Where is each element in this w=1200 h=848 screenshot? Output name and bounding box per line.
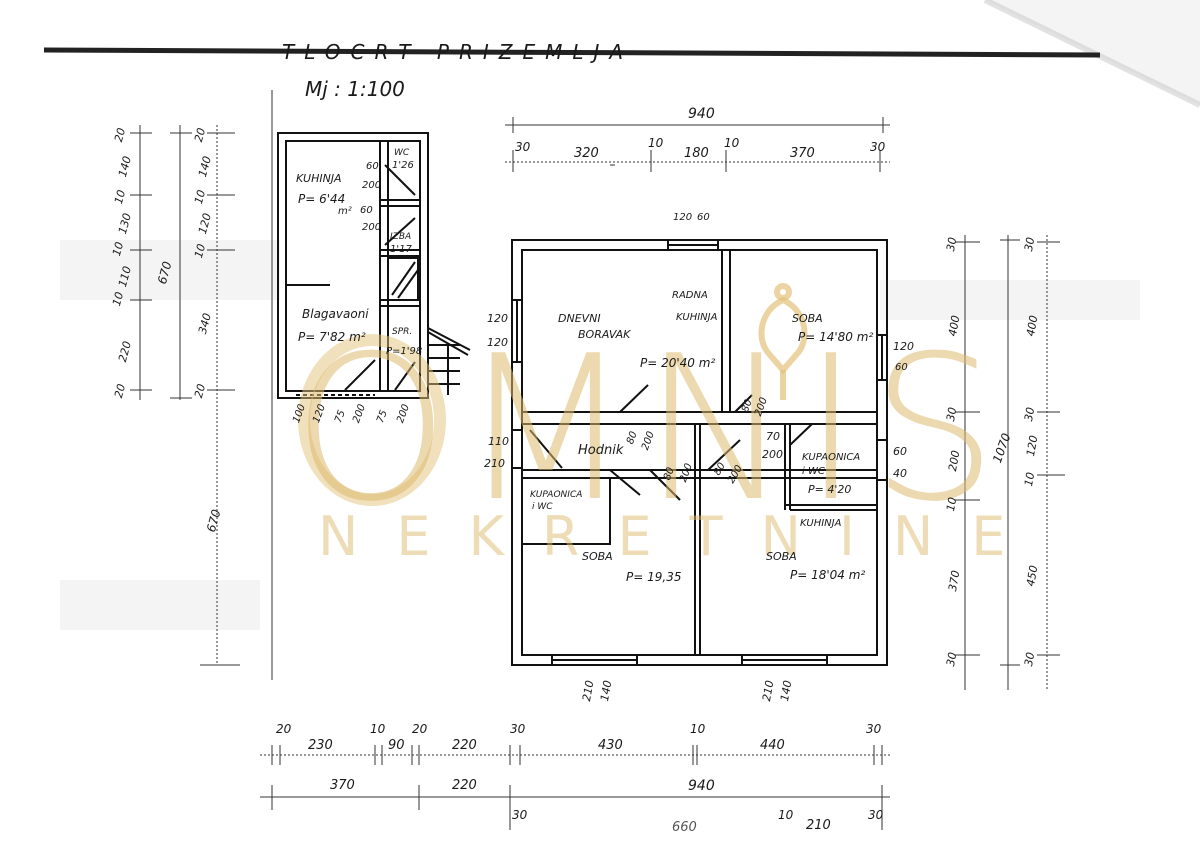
room-area-soba-se: P= 18'04 m² [790,568,866,582]
dim-top-overall: 940 [688,106,715,122]
opening-entry-door-h: 210 [484,457,505,470]
watermark-subtitle: NEKRETNINE [318,505,1044,568]
room-name-dnevni-2: BORAVAK [578,328,631,341]
room-name-wc: WC [394,148,410,158]
opening-top-window-h: 60 [697,212,710,223]
key-logo-icon [758,283,808,400]
room-name-soba-ne: SOBA [792,312,823,325]
room-area-kuhinja-left: P= 6'44 [298,192,346,206]
dim-bottom-a-6: 30 [510,722,526,736]
dim-top-3: 180 [684,146,709,161]
dim-bottom-a-3: 90 [388,738,405,753]
dim-top-1: 320 [574,146,599,161]
dim-right-a-2: 30 [944,406,960,423]
opening-entry-door-w: 110 [488,435,509,448]
annex-walls [277,132,471,399]
sheet-border-line [43,47,1101,58]
dim-top-0: 30 [515,140,531,154]
opening-west-window-h: 120 [487,336,508,349]
dim-right-b-0: 30 [1022,236,1038,253]
watermark-o-ring [298,334,446,506]
opening-east-window-w: 120 [893,340,914,353]
room-area-wc: 1'26 [392,160,414,171]
dim-right-a-6: 30 [944,651,960,668]
room-area-soba-ne: P= 14'80 m² [798,330,874,344]
main-house-walls [511,239,888,666]
dim-bottom-a-4: 20 [412,722,428,736]
room-name-dnevni-1: DNEVNI [558,312,601,325]
room-name-spremiste: SPR. [392,327,413,337]
scan-noise [60,240,1140,630]
dim-bottom-c-1: 660 [672,820,697,835]
opening-izba-door-w: 60 [360,205,373,216]
room-name-soba-sw: SOBA [582,550,613,563]
dim-top-6: 30 [870,140,886,154]
dim-bottom-a-1: 230 [308,738,333,753]
dim-bottom-a-8: 10 [690,722,706,736]
room-area-blagavaonica: P= 7'82 m² [298,330,366,344]
room-area-unit: m² [338,206,352,217]
room-name-kupaonica-e-2: i WC [802,466,825,477]
room-area-soba-sw: P= 19,35 [626,570,682,584]
room-area-dnevni: P= 20'40 m² [640,356,716,370]
room-name-kupaonica-w-2: i WC [532,502,553,512]
dimension-ticks [130,117,1065,830]
dim-bottom-c-3: 210 [806,818,831,833]
room-name-izba: IZBA [390,232,412,242]
room-name-soba-se: SOBA [766,550,797,563]
opening-wc-door-h: 200 [362,180,382,191]
room-name-radna-2: KUHINJA [676,312,718,323]
room-area-izba: 1'17 [390,244,412,255]
room-name-hodnik: Hodnik [578,443,624,458]
dim-right-b-6: 30 [1022,651,1038,668]
dim-bottom-b-2: 940 [688,778,715,794]
opening-bath-door-h: 200 [762,448,783,461]
watermark-brand: OMNIS [292,313,1008,546]
room-area-spremiste: P=1'98 [386,346,423,357]
dim-bottom-a-5: 220 [452,738,477,753]
dim-right-b-2: 30 [1022,406,1038,423]
plan-scale: Mj : 1:100 [305,77,405,101]
dim-top-2: 10 [648,136,664,150]
dim-bottom-b-1: 220 [452,778,477,793]
dim-bottom-a-0: 20 [276,722,292,736]
plan-title: TLOCRT PRIZEMLJA [282,40,634,64]
opening-east-small-window-w: 60 [893,445,907,458]
dim-bottom-c-0: 30 [512,808,528,822]
dim-bottom-c-4: 30 [868,808,884,822]
dim-bottom-c-2: 10 [778,808,794,822]
dim-right-b-4: 10 [1022,471,1038,488]
dim-bottom-a-7: 430 [598,738,623,753]
opening-east-window-h: 60 [895,362,908,373]
room-name-blagavaonica: Blagavaoni [302,307,369,321]
dim-bottom-a-2: 10 [370,722,386,736]
room-name-kuhinja-left: KUHINJA [296,172,342,185]
opening-west-window-w: 120 [487,312,508,325]
dim-right-a-0: 30 [944,236,960,253]
opening-east-small-window-h: 40 [893,467,907,480]
dim-bottom-a-9: 440 [760,738,785,753]
dim-top-5: 370 [790,146,815,161]
dimension-lines [139,90,1048,798]
dim-right-a-4: 10 [944,496,960,513]
dim-bottom-a-10: 30 [866,722,882,736]
dim-top-4: 10 [724,136,740,150]
room-area-kupaonica-e: P= 4'20 [808,483,852,496]
room-name-kupaonica-e-1: KUPAONICA [802,452,861,463]
room-name-radna-1: RADNA [672,290,708,301]
room-name-kuhinja-se: KUHINJA [800,518,842,529]
opening-bath-door-w: 70 [766,430,780,443]
room-name-kupaonica-w-1: KUPAONICA [530,490,583,500]
opening-wc-door-w: 60 [366,161,379,172]
opening-izba-door-h: 200 [362,222,382,233]
opening-top-window-w: 120 [673,212,693,223]
dim-bottom-b-0: 370 [330,778,355,793]
